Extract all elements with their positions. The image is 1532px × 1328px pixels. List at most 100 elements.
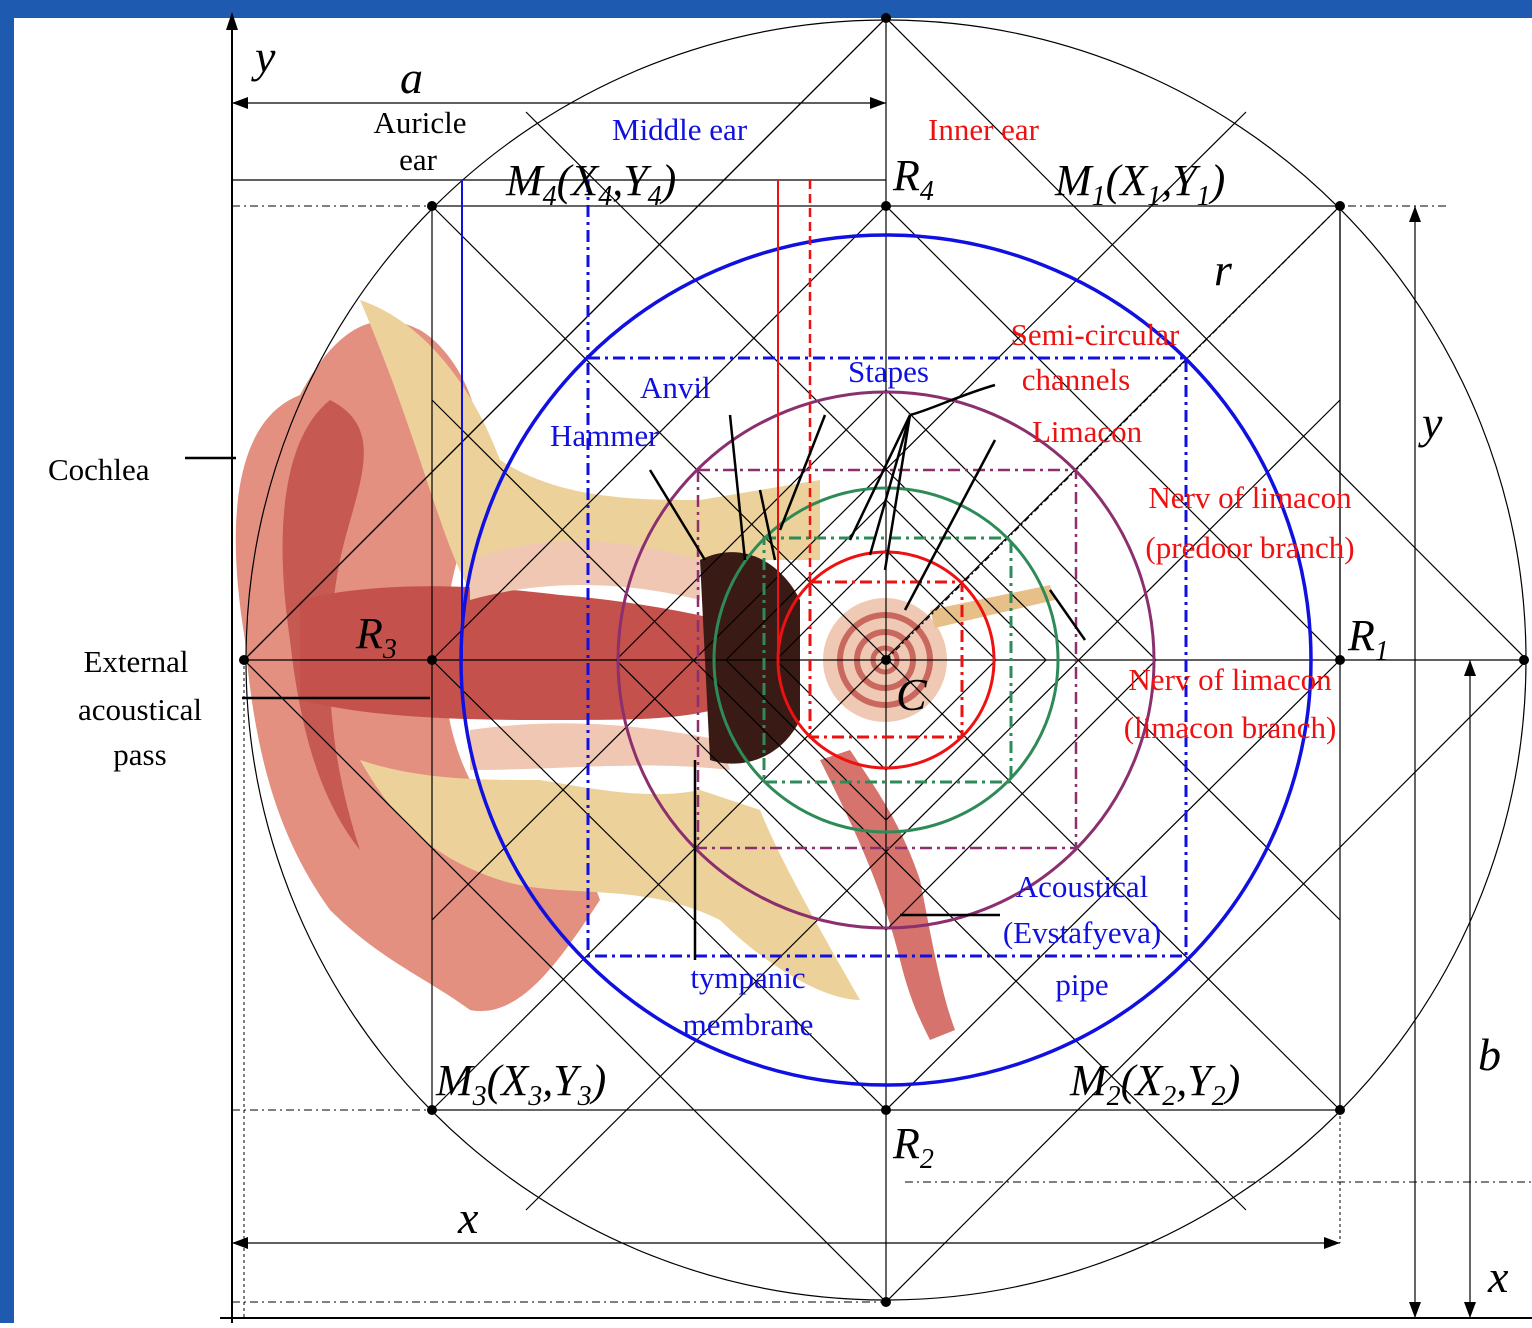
label-auricle: Auricle (374, 105, 467, 140)
label-middle-ear: Middle ear (612, 112, 748, 147)
label-semi-circular-2: channels (1022, 362, 1130, 397)
pointer-anvil (728, 414, 747, 561)
radius-r-label: r (1214, 244, 1233, 295)
diag-5 (431, 111, 1247, 921)
label-nerv-predoor-2: (predoor branch) (1145, 530, 1354, 565)
nerve-square (762, 536, 1013, 784)
dim-y-arrow-bottom (1409, 1302, 1421, 1318)
label-r2: R2 (892, 1119, 934, 1175)
label-external-3: pass (113, 737, 166, 772)
dim-y-arrow-top (1409, 206, 1421, 222)
label-m2: M2(X2,Y2) (1069, 1056, 1240, 1112)
label-limacon: Limacon (1032, 414, 1143, 449)
pointer-stapes-lead (909, 383, 996, 417)
limacon-circle (616, 390, 1156, 930)
dim-a-label: a (400, 52, 423, 103)
dot-r2 (881, 1105, 891, 1115)
dim-b-label: b (1478, 1029, 1501, 1080)
diag-3 (243, 17, 887, 661)
label-anvil: Anvil (640, 370, 711, 405)
label-m1: M1(X1,Y1) (1054, 156, 1225, 212)
dim-y-label: y (1418, 397, 1443, 448)
dim-x-label: x (457, 1192, 479, 1243)
dot-center-c (881, 655, 891, 665)
label-acoustical-2: (Evstafyeva) (1003, 915, 1161, 950)
label-acoustical-3: pipe (1055, 967, 1108, 1002)
label-cochlea: Cochlea (48, 452, 150, 487)
label-tympanic-2: membrane (683, 1007, 814, 1042)
label-inner-ear: Inner ear (928, 112, 1040, 147)
label-nerv-limacon-1: Nerv of limacon (1128, 662, 1332, 697)
diag-4 (525, 111, 1341, 921)
pointer-stapes-2 (868, 414, 912, 556)
pointer-middle-2 (778, 414, 827, 531)
inner-ear-square (808, 580, 964, 739)
dot-right (1519, 655, 1529, 665)
frame-top (0, 0, 1532, 18)
label-hammer: Hammer (550, 418, 659, 453)
dot-top (881, 13, 891, 23)
label-m3: M3(X3,Y3) (435, 1056, 606, 1112)
dot-m2 (1335, 1105, 1345, 1115)
label-r1: R1 (1347, 611, 1389, 667)
pointer-lines (185, 383, 1087, 960)
black-labels: Auricle ear Cochlea External acoustical … (48, 105, 466, 772)
pointer-limacon (903, 439, 997, 611)
label-nerv-limacon-2: (limacon branch) (1124, 710, 1337, 745)
y-axis-arrow (226, 12, 238, 30)
label-acoustical-1: Acoustical (1016, 869, 1149, 904)
pointer-nerv-limacon (1048, 589, 1087, 641)
red-labels: Inner ear Semi-circular channels Limacon… (928, 112, 1355, 745)
middle-ear-square (586, 356, 1188, 958)
center-c-label: C (896, 669, 928, 720)
dim-b-arrow-top (1464, 660, 1476, 676)
diag-6 (525, 399, 1341, 1211)
pointer-middle (758, 489, 777, 561)
label-stapes: Stapes (848, 354, 929, 389)
frame-left (0, 0, 14, 1323)
dot-r1 (1335, 655, 1345, 665)
dim-a-arrow-left (232, 97, 248, 109)
arrowheads (226, 12, 1476, 1318)
label-r4: R4 (892, 151, 934, 207)
pointer-stapes-3 (883, 414, 912, 571)
pointer-hammer (648, 469, 707, 561)
y-axis-label: y (251, 31, 276, 82)
x-axis-label: x (1487, 1251, 1509, 1302)
blue-labels: Middle ear Anvil Hammer Stapes Acoustica… (550, 112, 1161, 1042)
point-labels: M4(X4,Y4) M1(X1,Y1) M3(X3,Y3) M2(X2,Y2) … (355, 151, 1389, 1175)
dot-r3 (427, 655, 437, 665)
middle-ear-cavity (700, 552, 800, 764)
eustachian-tube (820, 750, 955, 1040)
label-nerv-predoor-1: Nerv of limacon (1148, 480, 1352, 515)
canal-wall-upper (470, 541, 700, 600)
dim-x-arrow-right (1324, 1237, 1340, 1249)
dot-m1 (1335, 201, 1345, 211)
nerve-circle (712, 486, 1060, 834)
dim-b-arrow-bottom (1464, 1302, 1476, 1318)
bone-upper (360, 300, 820, 590)
label-auricle-ear: ear (399, 142, 438, 177)
dot-m3 (427, 1105, 437, 1115)
dim-x-arrow-left (232, 1237, 248, 1249)
ear-canal (300, 586, 740, 720)
label-tympanic-1: tympanic (690, 960, 805, 995)
limacon-square (696, 468, 1078, 850)
dim-a-arrow-right (870, 97, 886, 109)
dot-m4 (427, 201, 437, 211)
dot-bottom (881, 1297, 891, 1307)
canal-wall-lower (470, 723, 730, 770)
diag-7 (431, 399, 1247, 1211)
bone-lower (360, 760, 860, 1000)
label-semi-circular-1: Semi-circular (1011, 317, 1180, 352)
label-m4: M4(X4,Y4) (505, 156, 676, 212)
label-external-1: External (83, 644, 188, 679)
pointer-stapes-1 (848, 414, 912, 541)
axis-labels: y a x x y b r C (251, 31, 1509, 1302)
anatomy-zones (459, 180, 1313, 1087)
inner-ear-circle (776, 550, 996, 770)
dot-r4 (881, 201, 891, 211)
label-r3: R3 (355, 609, 397, 665)
